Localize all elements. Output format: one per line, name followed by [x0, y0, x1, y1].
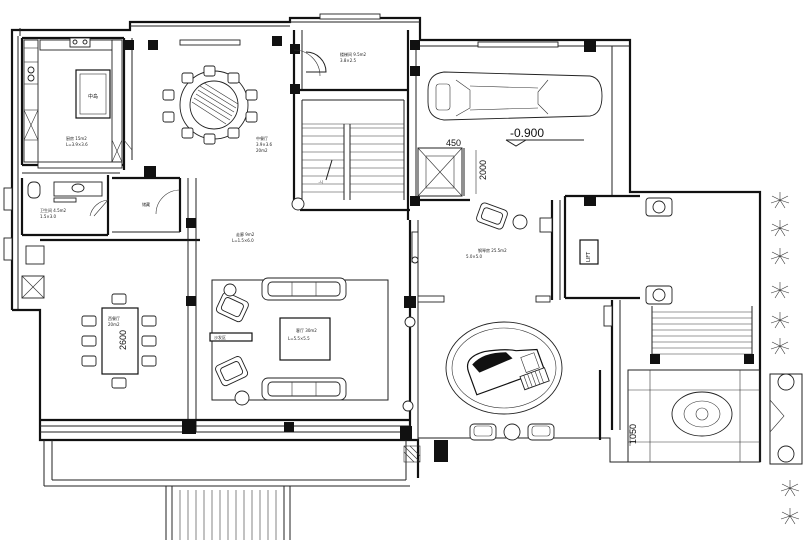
piano-room-label: 钢琴房 25.5m2 — [478, 247, 507, 253]
piano-bench — [519, 367, 550, 391]
piano-room-armchair — [476, 202, 508, 230]
round-dining-dims: 3.9×3.6 — [256, 142, 273, 147]
round-dining-chairs — [162, 65, 258, 145]
sofa-zone-label: 沙发区 — [214, 334, 226, 340]
west-wall-fixtures — [3, 187, 45, 299]
palm-tree-icon — [780, 480, 800, 497]
bath-label: 卫生间 4.5m2 — [40, 207, 67, 213]
armchair-top — [215, 292, 249, 323]
piano-room: 钢琴房 25.5m2 5.0×5.0 — [445, 202, 613, 441]
car-icon — [427, 71, 603, 121]
terrace-dim-1050: 1050 — [628, 424, 638, 444]
kitchen: 中岛 厨房 15m2 L=3.9×3.6 — [23, 37, 133, 169]
round-dining-label: 中餐厅 — [256, 135, 268, 141]
piano-room-dims: 5.0×5.0 — [466, 254, 483, 259]
palm-tree-icon — [770, 248, 790, 265]
stair-hall: 上 楼梯间 9.5m2 3.8×2.5 — [291, 51, 405, 211]
grand-piano-icon — [466, 348, 546, 396]
garage: -0.900 — [427, 71, 603, 147]
piano-room-chair-right — [527, 423, 555, 441]
palm-tree-icon — [770, 220, 790, 237]
palm-tree-icon — [770, 192, 790, 209]
east-steps — [650, 306, 754, 364]
small-room-label: 储藏 — [142, 201, 150, 207]
armchair-bottom — [215, 356, 249, 387]
living-label: 客厅 30m2 — [296, 327, 317, 333]
structural-columns — [124, 36, 596, 462]
west-dining-chairs — [81, 293, 157, 389]
palm-tree-icons — [770, 192, 800, 525]
kitchen-dims: L=3.9×3.6 — [66, 142, 88, 147]
east-terrace: 1050 — [627, 369, 803, 465]
door-swings — [155, 49, 321, 215]
round-dining-area-size: 20m2 — [256, 148, 268, 153]
lift-dim-450: 450 — [446, 138, 461, 148]
stair-hall-dims: 3.8×2.5 — [340, 58, 357, 63]
palm-tree-icon — [770, 312, 790, 329]
corridor-label: 走廊 9m2 — [236, 231, 255, 237]
west-dining-label: 西餐厅 — [108, 315, 120, 321]
top-wall-details — [130, 13, 630, 196]
living-room: 客厅 30m2 L=5.5×5.5 沙发区 — [209, 277, 389, 406]
stair-hall-label: 楼梯间 9.5m2 — [340, 51, 367, 57]
kitchen-island-label: 中岛 — [88, 93, 98, 100]
stair-up-arrow: 上 — [317, 180, 323, 184]
palm-tree-icon — [770, 282, 790, 299]
bathroom: 卫生间 4.5m2 1.5×3.0 储藏 — [27, 181, 150, 219]
palm-tree-icon — [770, 338, 790, 355]
lift-lobby: LIFT — [579, 197, 673, 305]
bath-dims: 1.5×3.0 — [40, 214, 57, 219]
west-dining-area: 2600 西餐厅 20m2 — [81, 293, 157, 389]
palm-tree-icon — [780, 508, 800, 525]
garage-level-marker: -0.900 — [510, 126, 544, 140]
kitchen-label: 厨房 15m2 — [66, 135, 87, 141]
corridor-fixtures — [402, 231, 445, 412]
lift-shaft: 450 2000 — [417, 138, 488, 197]
lift-label: LIFT — [586, 251, 592, 262]
west-dining-area-size: 20m2 — [108, 322, 120, 327]
entry-steps — [165, 486, 291, 540]
living-dims: L=5.5×5.5 — [288, 336, 310, 341]
south-porch — [43, 440, 421, 487]
table-length-2600: 2600 — [118, 330, 128, 350]
corridor-dims: L=1.5×6.0 — [232, 238, 254, 243]
piano-room-chair-left — [469, 423, 497, 441]
vertical-dim-2000: 2000 — [478, 160, 488, 180]
round-dining-area: 中餐厅 3.9×3.6 20m2 — [162, 65, 273, 153]
